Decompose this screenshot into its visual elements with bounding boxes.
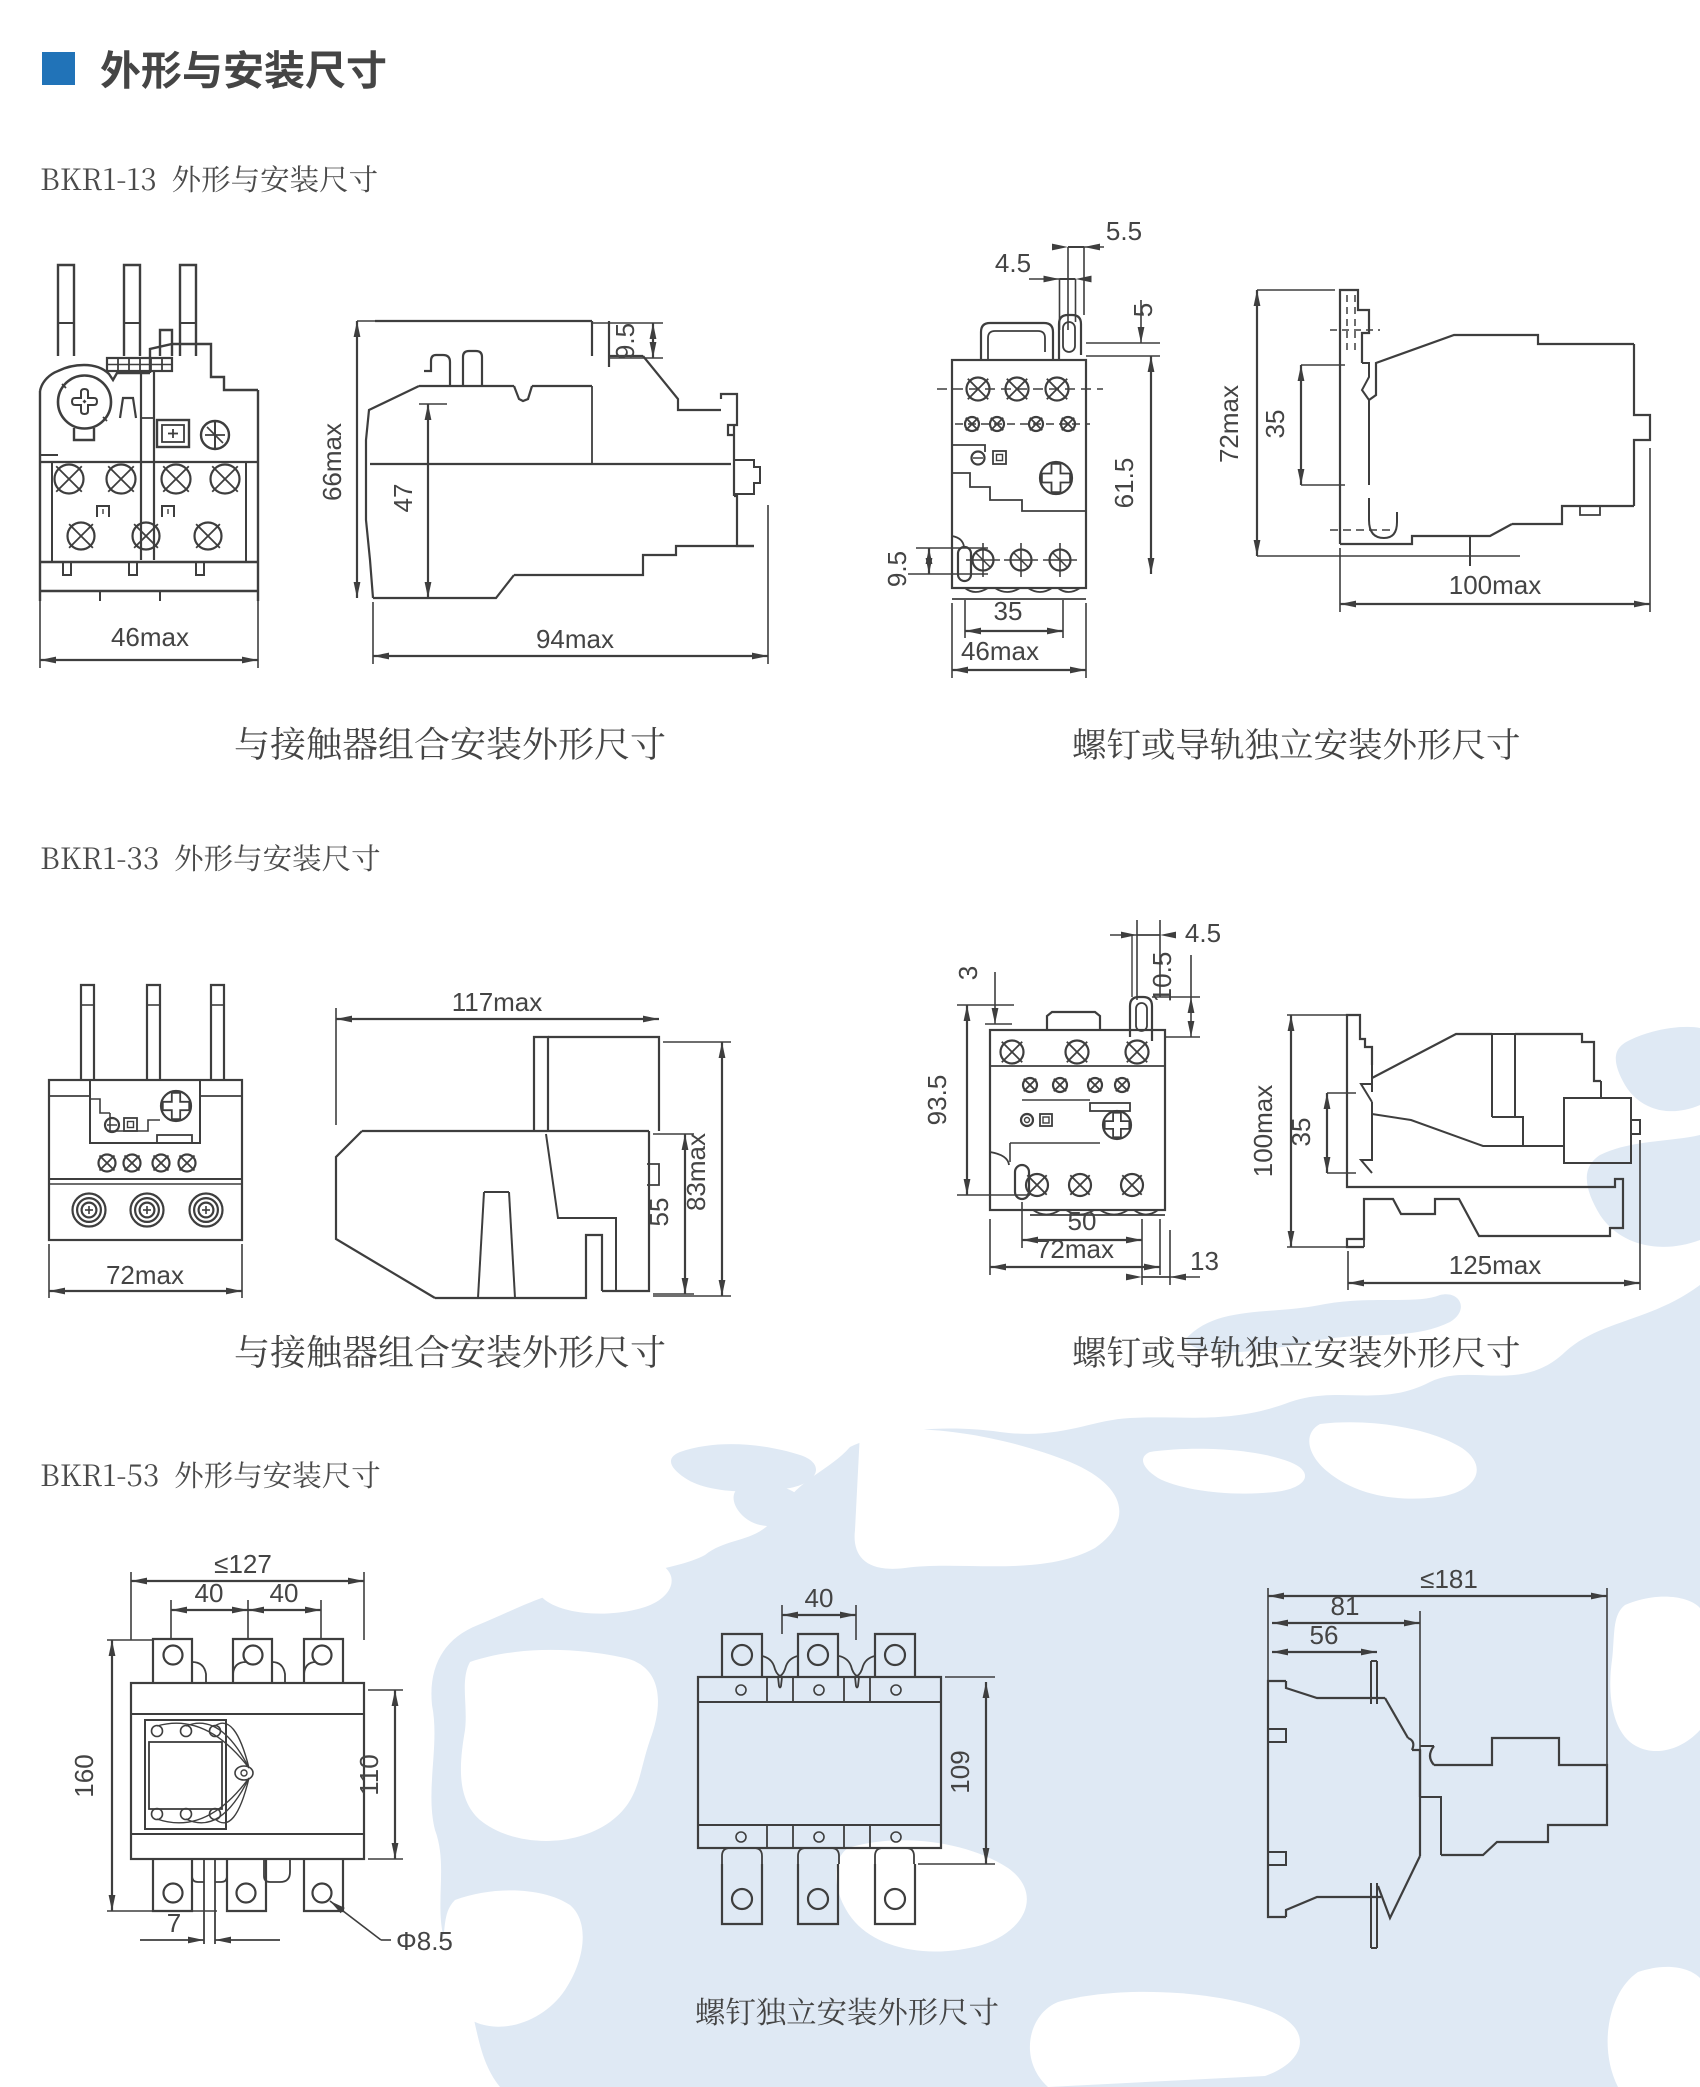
svg-text:100max: 100max xyxy=(1449,570,1542,600)
svg-text:Φ8.5: Φ8.5 xyxy=(396,1926,453,1956)
svg-text:56: 56 xyxy=(1310,1620,1339,1650)
svg-text:35: 35 xyxy=(1260,410,1290,439)
svg-text:4.5: 4.5 xyxy=(995,248,1031,278)
svg-text:160: 160 xyxy=(69,1754,99,1797)
svg-text:≤127: ≤127 xyxy=(214,1549,272,1579)
svg-text:3: 3 xyxy=(953,966,983,980)
svg-text:125max: 125max xyxy=(1449,1250,1542,1280)
svg-text:81: 81 xyxy=(1331,1591,1360,1621)
svg-text:72max: 72max xyxy=(1036,1234,1114,1264)
svg-text:35: 35 xyxy=(994,596,1023,626)
svg-text:110: 110 xyxy=(354,1754,384,1795)
svg-text:40: 40 xyxy=(270,1578,299,1608)
svg-text:≤181: ≤181 xyxy=(1420,1564,1478,1594)
svg-text:100max: 100max xyxy=(1248,1085,1278,1178)
svg-text:61.5: 61.5 xyxy=(1109,458,1139,509)
svg-text:50: 50 xyxy=(1068,1206,1097,1236)
svg-text:94max: 94max xyxy=(536,624,614,654)
svg-text:46max: 46max xyxy=(961,636,1039,666)
svg-text:4.5: 4.5 xyxy=(1185,918,1221,948)
svg-text:117max: 117max xyxy=(452,987,543,1017)
svg-text:40: 40 xyxy=(805,1583,834,1613)
svg-text:66max: 66max xyxy=(317,423,347,501)
svg-text:72max: 72max xyxy=(1214,385,1244,463)
svg-text:7: 7 xyxy=(167,1908,181,1938)
svg-text:9.5: 9.5 xyxy=(882,551,912,587)
svg-text:13: 13 xyxy=(1190,1246,1219,1276)
svg-text:55: 55 xyxy=(644,1198,674,1227)
svg-text:47: 47 xyxy=(388,484,418,513)
svg-text:10.5: 10.5 xyxy=(1147,952,1177,1003)
svg-text:93.5: 93.5 xyxy=(922,1075,952,1126)
svg-text:109: 109 xyxy=(945,1750,975,1793)
svg-text:83max: 83max xyxy=(681,1133,711,1211)
svg-text:5: 5 xyxy=(1128,303,1158,317)
svg-text:46max: 46max xyxy=(111,622,189,652)
svg-text:72max: 72max xyxy=(106,1260,184,1290)
svg-text:40: 40 xyxy=(195,1578,224,1608)
svg-text:5.5: 5.5 xyxy=(1106,216,1142,246)
svg-text:9.5: 9.5 xyxy=(610,323,640,359)
svg-text:35: 35 xyxy=(1286,1118,1316,1147)
